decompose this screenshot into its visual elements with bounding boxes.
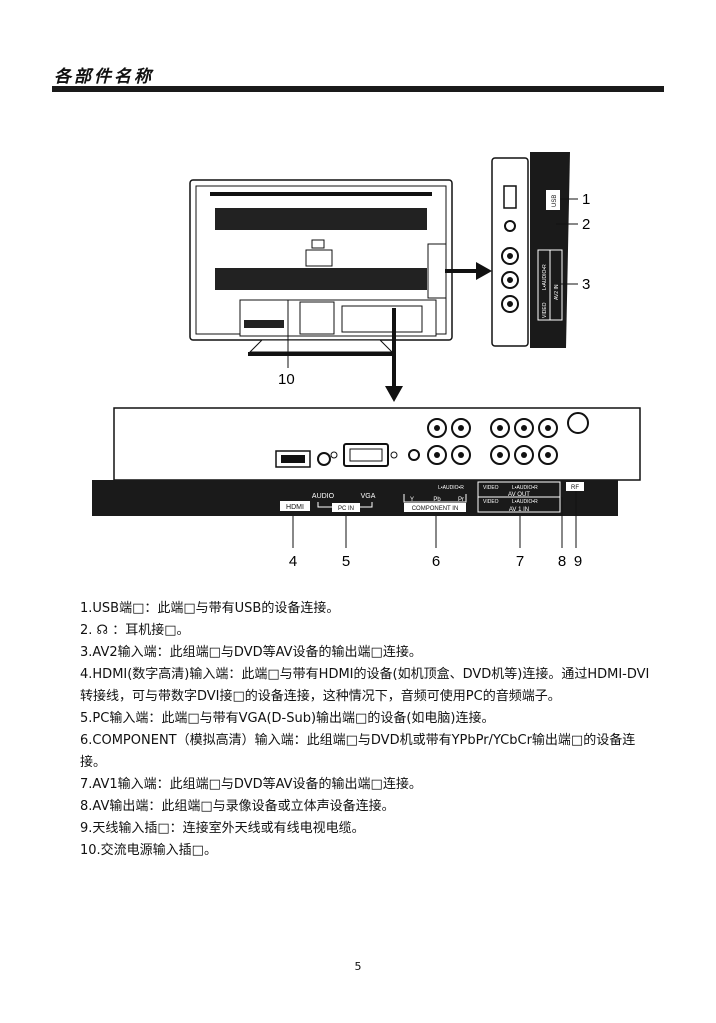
pc-vga-label: VGA	[361, 493, 376, 500]
connector-strip-illustration	[113, 407, 641, 481]
title-rule	[52, 86, 664, 92]
desc-item: 2. ☊ ：耳机接□。	[80, 623, 190, 638]
pc-in-label: PC IN	[338, 506, 354, 512]
component-in-label: COMPONENT IN	[412, 506, 459, 512]
av1-video-label: VIDEO	[483, 499, 499, 505]
bottom-callout-lines	[292, 491, 577, 548]
callout-3: 3	[582, 276, 590, 293]
parts-diagram: USB L•AUDIO•R AV2 IN VIDEO 1 2 3 10	[92, 152, 641, 570]
desc-item: 9.天线输入插□：连接室外天线或有线电视电缆。	[80, 821, 365, 836]
desc-item: 4.HDMI(数字高清)输入端：此端□与带有HDMI的设备(如机顶盒、DVD机等…	[80, 667, 650, 704]
side-video-label: VIDEO	[542, 302, 548, 318]
parts-description-list: 1.USB端□：此端□与带有USB的设备连接。 2. ☊ ：耳机接□。 3.AV…	[80, 598, 658, 862]
desc-item: 5.PC输入端：此端□与带有VGA(D-Sub)输出端□的设备(如电脑)连接。	[80, 711, 495, 726]
side-callout-lines	[556, 198, 578, 285]
callout-8: 8	[558, 553, 566, 570]
side-usb-label: USB	[552, 195, 558, 207]
av1-audio-label: L•AUDIO•R	[512, 499, 538, 505]
desc-item: 10.交流电源输入插□。	[80, 843, 217, 858]
callout-2: 2	[582, 216, 590, 233]
comp-pr-label: Pr	[458, 497, 464, 503]
desc-item: 1.USB端□：此端□与带有USB的设备连接。	[80, 601, 340, 616]
desc-item: 7.AV1输入端：此组端□与DVD等AV设备的输出端□连接。	[80, 777, 422, 792]
tv-back-illustration	[189, 179, 453, 368]
callout-9: 9	[574, 553, 582, 570]
desc-item: 8.AV输出端：此组端□与录像设备或立体声设备连接。	[80, 799, 395, 814]
pc-audio-label: AUDIO	[312, 493, 335, 500]
comp-pb-label: Pb	[433, 497, 441, 503]
av1in-label: AV 1 IN	[509, 507, 529, 513]
comp-y-label: Y	[410, 497, 414, 503]
callout-4: 4	[289, 553, 297, 570]
callout-5: 5	[342, 553, 350, 570]
avout-audio-label: L•AUDIO•R	[512, 485, 538, 491]
arrow-to-connector-strip	[385, 308, 403, 402]
arrow-to-side-panel	[445, 262, 492, 280]
rf-label: RF	[571, 485, 579, 491]
desc-item: 3.AV2输入端：此组端□与DVD等AV设备的输出端□连接。	[80, 645, 422, 660]
comp-audio-label: L•AUDIO•R	[438, 485, 464, 491]
avout-label: AV OUT	[508, 492, 530, 498]
side-panel-illustration	[491, 152, 570, 348]
callout-7: 7	[516, 553, 524, 570]
callout-1: 1	[582, 191, 590, 208]
page-title: 各部件名称	[54, 67, 154, 87]
hdmi-label: HDMI	[286, 504, 304, 511]
side-audio-label: L•AUDIO•R	[542, 264, 548, 290]
page-number: 5	[354, 960, 362, 973]
side-av2-label: AV2 IN	[554, 284, 560, 300]
avout-video-label: VIDEO	[483, 485, 499, 491]
desc-item: 6.COMPONENT（模拟高清）输入端：此组端□与DVD机或带有YPbPr/Y…	[80, 733, 636, 770]
callout-10: 10	[278, 371, 295, 388]
callout-6: 6	[432, 553, 440, 570]
